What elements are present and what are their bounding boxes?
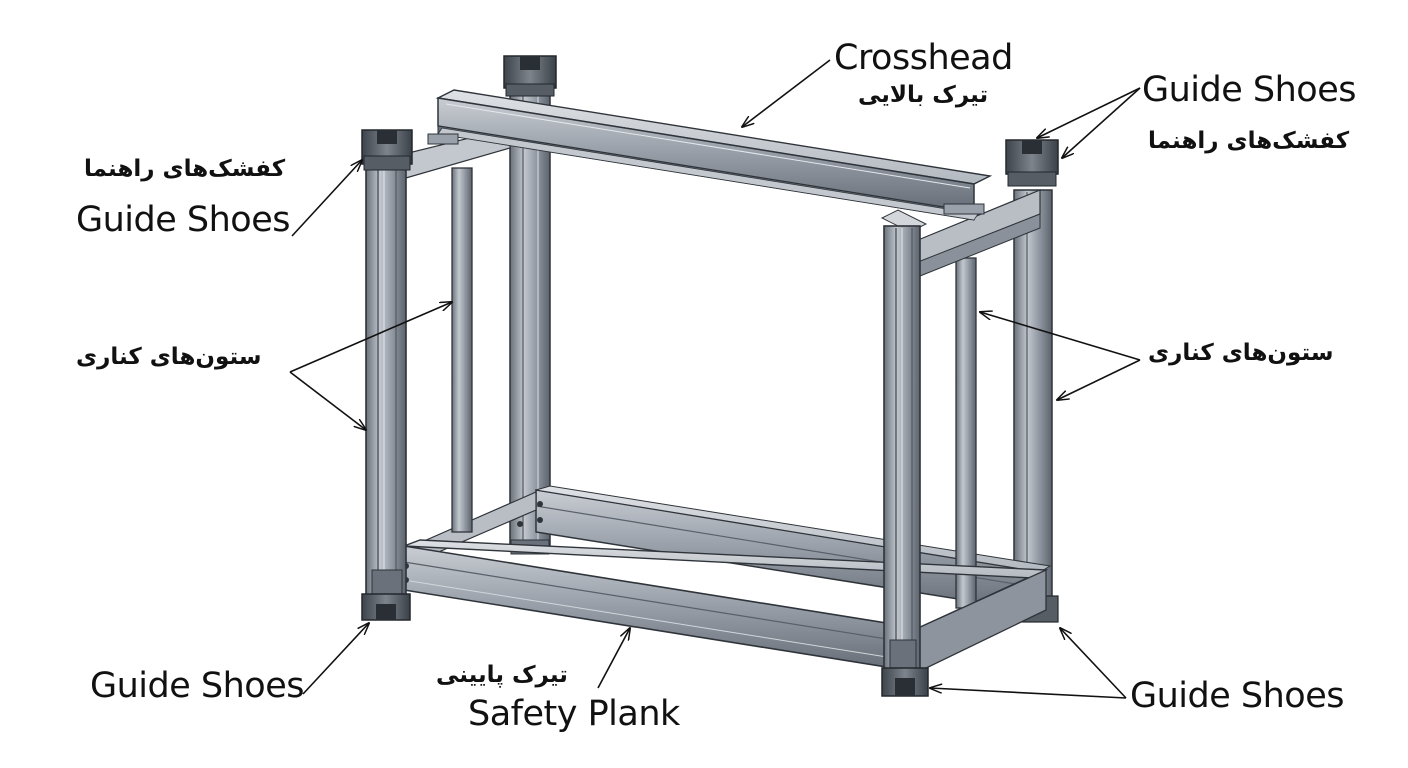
crosshead-arrow	[742, 59, 831, 127]
leader-arrows	[289, 59, 1141, 699]
crosshead-label-en: Crosshead	[834, 38, 1013, 78]
front-left-guide-shoe-top	[361, 129, 413, 171]
guide-shoes-top-right-label-fa: کفشک‌های راهنما	[1148, 128, 1350, 154]
safety-plank-arrow	[597, 628, 630, 689]
guide-shoes-bottom-right-label-en: Guide Shoes	[1130, 676, 1345, 716]
guide-shoes-bottom-left-arrow	[302, 623, 369, 695]
stiles-right-label-fa: ستون‌های کناری	[1148, 340, 1334, 366]
back-left-stile	[509, 85, 551, 555]
guide-shoes-top-left-label-fa: کفشک‌های راهنما	[84, 156, 286, 182]
guide-shoes-bottom-left-label-en: Guide Shoes	[90, 666, 305, 706]
guide-shoes-top-right-arrow-2	[1062, 87, 1141, 158]
stiles-left-arrow-1	[289, 302, 452, 373]
front-right-guide-shoe-bottom	[881, 667, 929, 697]
guide-shoes-top-right-arrow-1	[1037, 87, 1141, 138]
stiles-right-arrow-2	[1057, 359, 1141, 400]
back-guide-shoe-top	[503, 55, 557, 97]
guide-shoes-bottom-right-arrow-1	[1060, 628, 1127, 699]
crosshead-label-fa: تیرک بالایی	[858, 82, 989, 108]
stiles-left-arrow-2	[289, 371, 366, 430]
guide-shoes-bottom-right-arrow-2	[930, 688, 1127, 699]
crosshead-beam	[427, 89, 993, 221]
back-guide-shoe-top-right	[1005, 139, 1059, 187]
safety-plank-label-en: Safety Plank	[468, 694, 680, 734]
front-left-guide-shoe-bottom	[361, 593, 411, 621]
guide-shoes-top-right-label-en: Guide Shoes	[1142, 70, 1357, 110]
back-right-stile	[1013, 189, 1059, 623]
front-left-stile	[362, 141, 410, 613]
front-right-stile	[880, 209, 928, 689]
safety-plank-label-fa: تیرک پایینی	[436, 662, 568, 688]
stiles-left-label-fa: ستون‌های کناری	[76, 344, 262, 370]
guide-shoes-top-left-arrow	[291, 160, 362, 237]
stiles-right-arrow-1	[980, 312, 1141, 361]
guide-shoes-top-left-label-en: Guide Shoes	[76, 200, 291, 240]
